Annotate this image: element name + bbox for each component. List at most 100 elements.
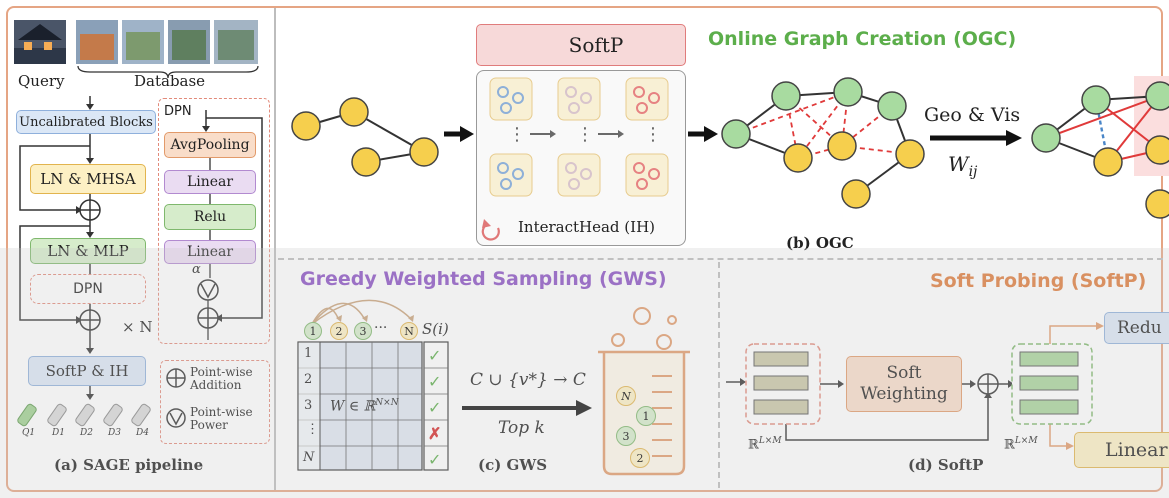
gws-header-node-n: N [400,322,418,340]
panel-divider-horizontal [278,258,1163,260]
gws-header-node-2-label: 2 [335,324,343,338]
feature-stack-output [1011,343,1093,425]
gws-arrow [462,400,592,416]
wij-label: Wij [948,152,977,180]
beaker-node-n-label: N [621,389,631,403]
ih-cells [489,77,669,197]
weight-matrix [297,341,449,471]
caption-a: (a) SAGE pipeline [54,456,204,474]
score-label: S(i) [422,320,449,338]
query-image [14,20,66,64]
ih-arrows: ⋮ ⋮ ⋮ [508,124,662,145]
gws-header-node-3-label: 3 [359,324,367,338]
topk-label: Top k [498,418,545,438]
database-label: Database [134,72,206,90]
legend-power-icon [166,408,186,428]
panel-divider-vertical [274,8,276,490]
gws-header-node-1: 1 [304,322,322,340]
beaker-node-1-label: 1 [642,409,650,423]
svg-text:⋮: ⋮ [576,124,594,145]
interacthead-frame [476,70,686,246]
legend-power-label: Point-wise Power [190,405,253,432]
svg-text:⋮: ⋮ [508,124,526,145]
caption-b: (b) OGC [786,234,854,252]
relu-block: Relu [164,204,256,230]
ln-mlp-block: LN & MLP [30,238,146,264]
flow-arrow [688,126,718,142]
figure-frame [6,6,1163,492]
input-dim-label: ℝL×M [748,436,782,452]
beaker-node-1: 1 [636,406,656,426]
output-dim-label: ℝL×M [1004,436,1038,452]
dpn-detail-title: DPN [164,104,192,119]
wij-main: W [948,152,969,176]
gws-header-dots: ··· [374,320,388,336]
flow-arrow [444,126,474,142]
uncalibrated-blocks: Uncalibrated Blocks [16,110,156,134]
output-dim-symbol: ℝ [1004,437,1015,453]
avgpooling-block: AvgPooling [164,132,256,158]
dpn-block: DPN [30,274,146,304]
output-dim-sup: L×M [1014,436,1038,446]
ogc-title: Online Graph Creation (OGC) [708,28,1017,50]
gws-header-node-3: 3 [354,322,372,340]
beaker-node-2-label: 2 [636,451,644,465]
descriptor-label-d1: D1 [52,428,65,438]
caption-d: (d) SoftP [908,456,984,474]
ogc-graph [721,77,925,209]
database-images [76,20,258,64]
beaker-node-n: N [616,386,636,406]
row-label-dots: ⋮ [306,422,319,437]
gws-header-node-2: 2 [330,322,348,340]
gws-title: Greedy Weighted Sampling (GWS) [300,268,667,290]
check-mark-2: ✓ [428,372,442,391]
geo-vis-label: Geo & Vis [924,104,1021,126]
input-graph [291,97,439,177]
pointwise-addition-symbol [197,307,219,329]
beaker-node-3-label: 3 [622,429,630,443]
softp-flow [726,322,1104,450]
check-mark-3: ✓ [428,398,442,417]
gws-header-arcs [311,299,414,325]
input-dim-sup: L×M [758,436,782,446]
geo-vis-arrow [930,130,1022,146]
softp-ih-block: SoftP & IH [28,356,146,386]
linear-head-block: Linear [1074,432,1169,468]
descriptor-label-d4: D4 [136,428,149,438]
legend-addition-label: Point-wise Addition [190,365,253,392]
ln-mhsa-block: LN & MHSA [30,164,146,194]
cycle-icon [481,219,500,241]
linear-block-2: Linear [164,240,256,264]
alpha-label: α [192,262,201,277]
pointwise-addition-symbol [79,199,101,221]
legend-frame [160,360,270,444]
beaker-node-2: 2 [630,448,650,468]
descriptor-label-d3: D3 [108,428,121,438]
softp-box: SoftP [476,24,686,66]
reduce-block: Redu [1104,312,1169,344]
row-label-3: 3 [304,398,313,413]
check-mark-1: ✓ [428,346,442,365]
row-label-1: 1 [304,346,313,361]
cross-mark-4: ✗ [428,424,442,443]
svg-text:⋮: ⋮ [644,124,662,145]
row-label-n: N [303,450,315,465]
feature-stack-input [745,343,821,425]
gws-header-node-1-label: 1 [309,324,317,338]
matrix-label-main: W ∈ ℝ [330,398,376,415]
panel-divider-gws-softp [718,262,720,488]
weighted-graph [1031,76,1169,219]
gws-header-node-n-label: N [404,324,414,338]
row-label-2: 2 [304,372,313,387]
wij-subscript: ij [968,164,978,180]
soft-weighting-block: Soft Weighting [846,356,962,412]
descriptor-icons [17,403,151,427]
dpn-detail-frame [158,98,270,344]
softp-title: Soft Probing (SoftP) [930,270,1147,292]
matrix-label-sup: N×N [375,398,399,408]
beaker-node-3: 3 [616,426,636,446]
softp-label: SoftP [568,33,624,57]
pointwise-addition-symbol [79,309,101,331]
input-dim-symbol: ℝ [748,437,759,453]
check-mark-5: ✓ [428,450,442,469]
